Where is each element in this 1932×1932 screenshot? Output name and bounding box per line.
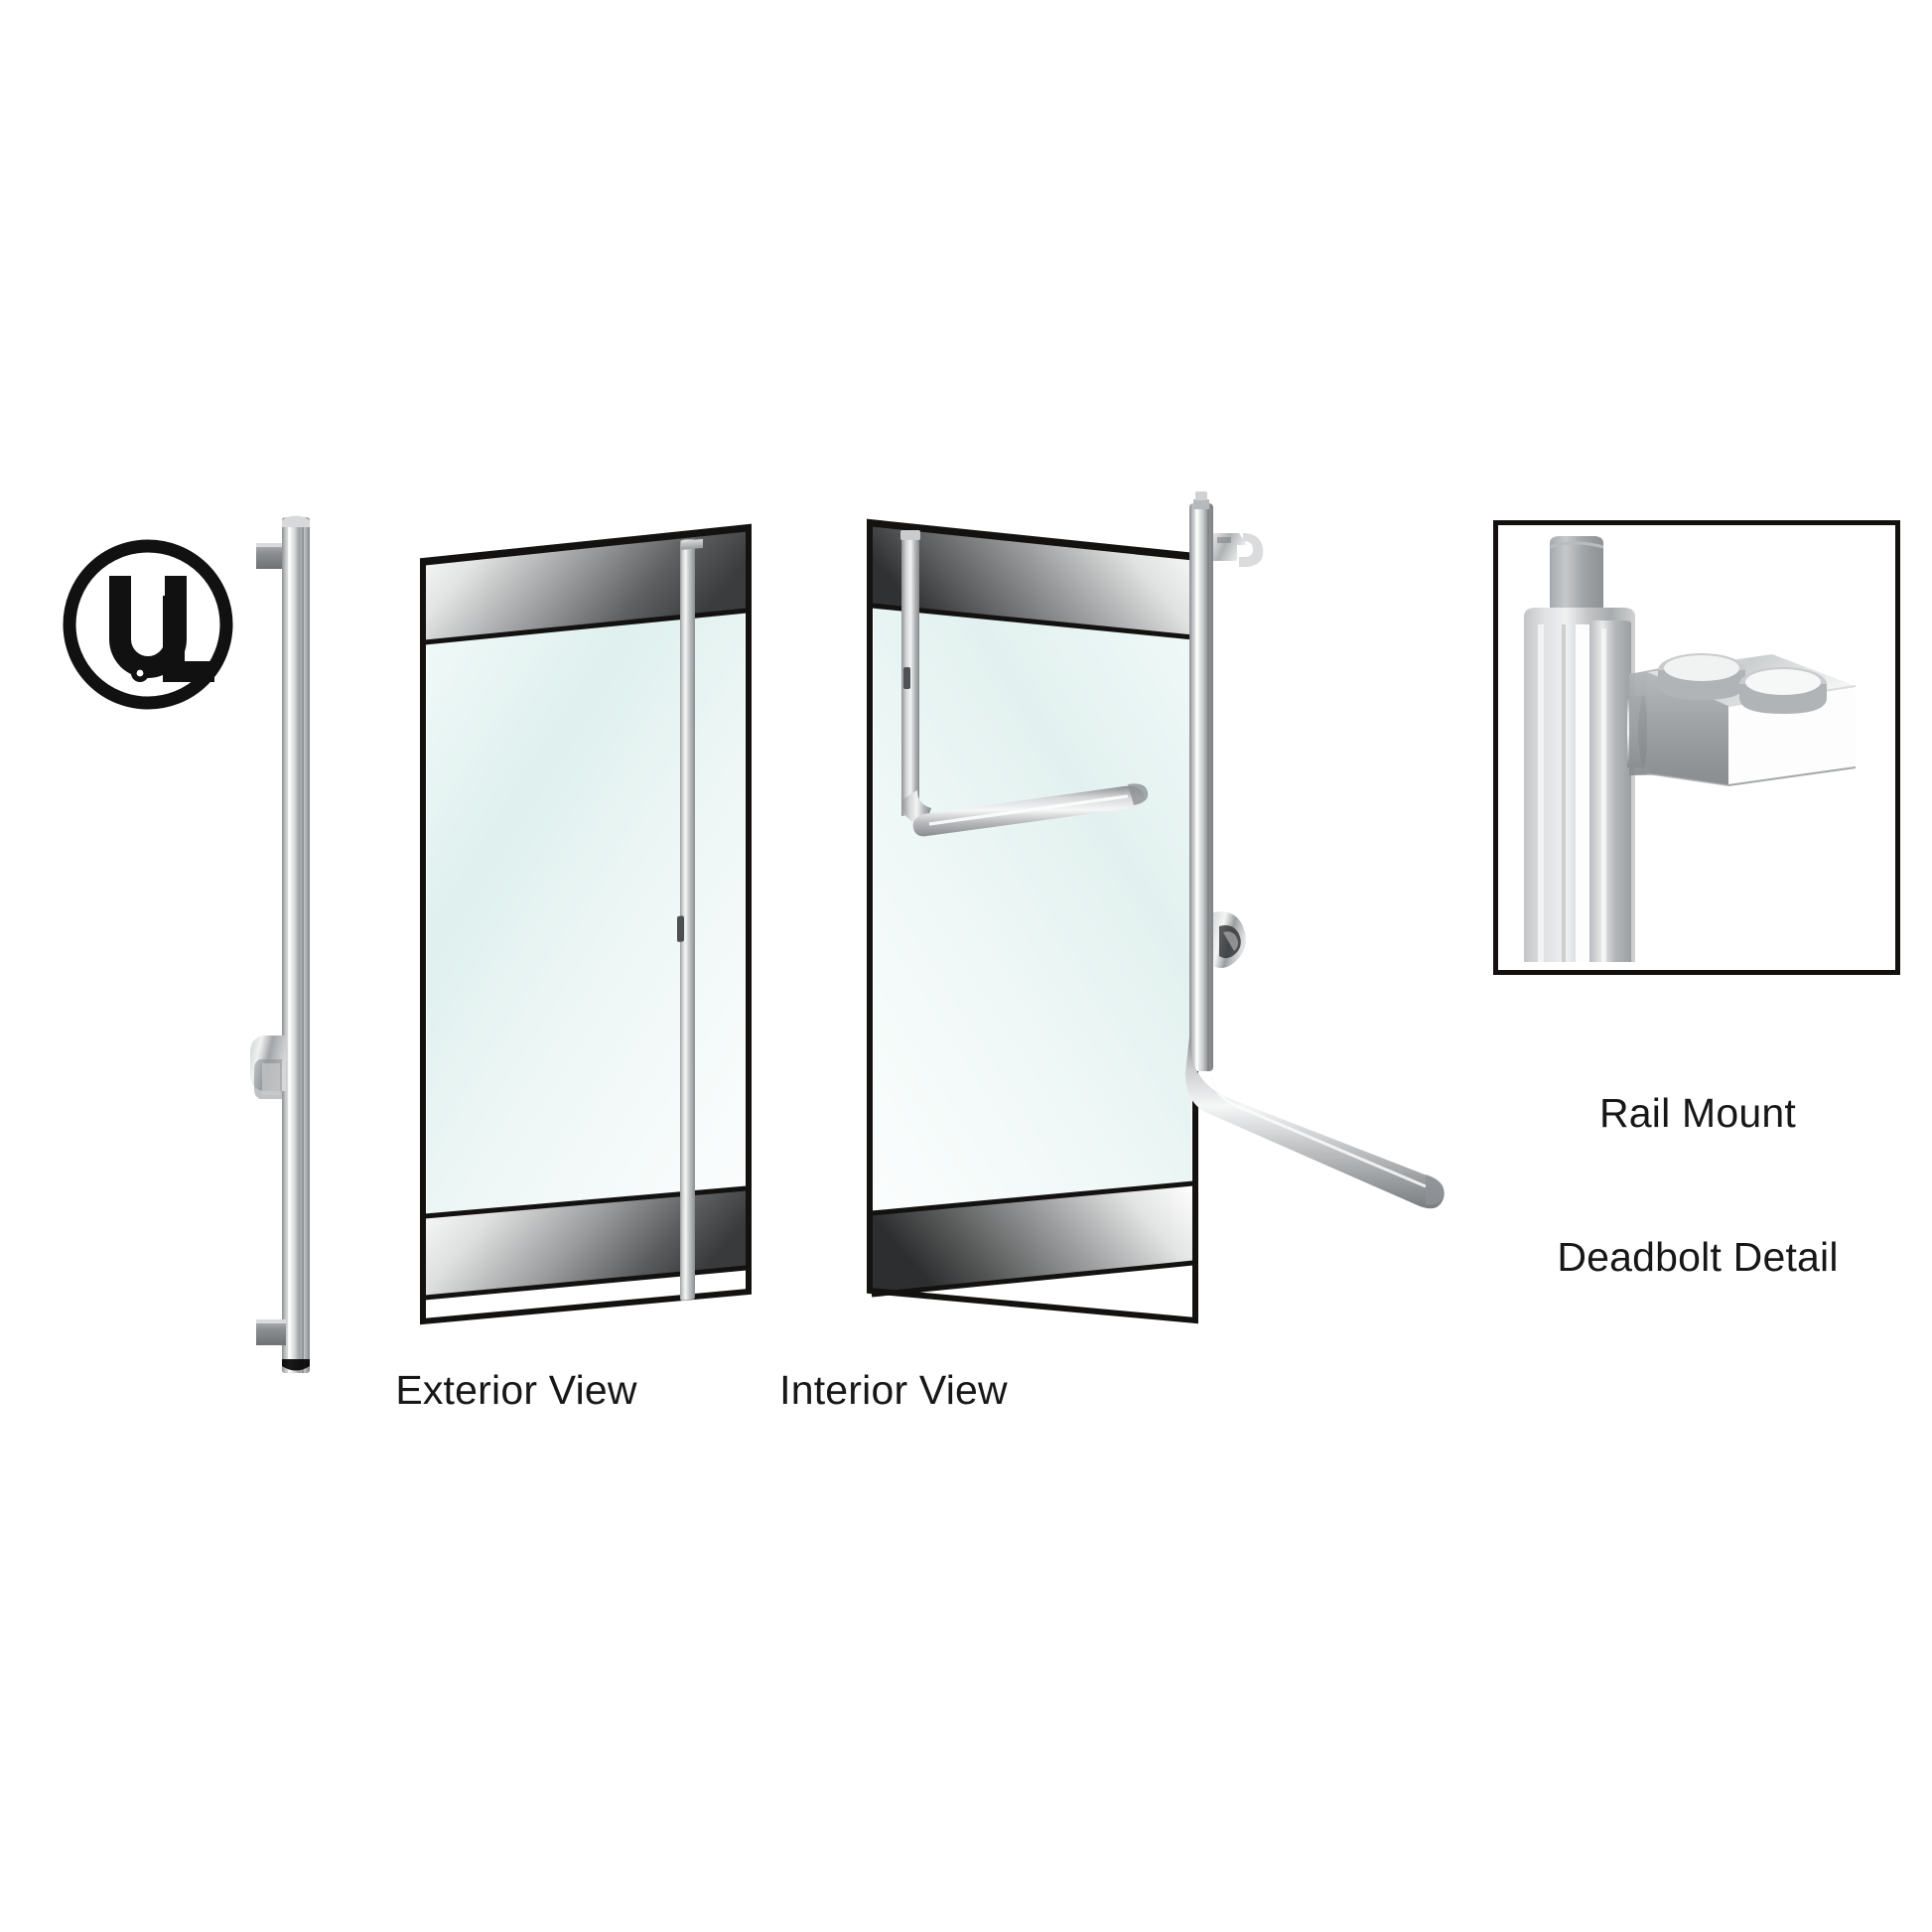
caption-rail-mount-deadbolt-detail: Rail Mount Deadbolt Detail [1459, 993, 1932, 1377]
side-profile-panic-push-bar [1181, 482, 1608, 1266]
glass-door-exterior [417, 521, 774, 1345]
vertical-ladder-pull-handle [238, 501, 427, 1385]
exterior-door-pull [680, 538, 695, 1301]
pull-top-bracket [256, 543, 286, 569]
caption-exterior-view: Exterior View [395, 1367, 637, 1413]
deadbolt-cylinder-keeper-right [1739, 667, 1827, 714]
pull-deadbolt-housing [250, 1035, 286, 1099]
pull-bottom-bracket [256, 1319, 286, 1345]
panic-bar-latch-bracket [1213, 533, 1264, 567]
ul-listed-mark [58, 534, 238, 715]
caption-deadbolt-line-2: Deadbolt Detail [1557, 1233, 1839, 1280]
caption-deadbolt-line-1: Rail Mount [1599, 1089, 1796, 1136]
rail-mount-deadbolt-assembly [1498, 525, 1895, 970]
glass-door-interior [844, 516, 1201, 1350]
interior-push-bar [900, 530, 1149, 837]
deadbolt-cylinder-keeper-left [1658, 653, 1745, 700]
panic-bar-deadbolt-cylinder [1213, 911, 1246, 968]
exterior-pull-lock-cylinder [677, 915, 684, 942]
rail-mount-deadbolt-detail-frame [1493, 520, 1900, 975]
caption-interior-view: Interior View [779, 1367, 1008, 1413]
